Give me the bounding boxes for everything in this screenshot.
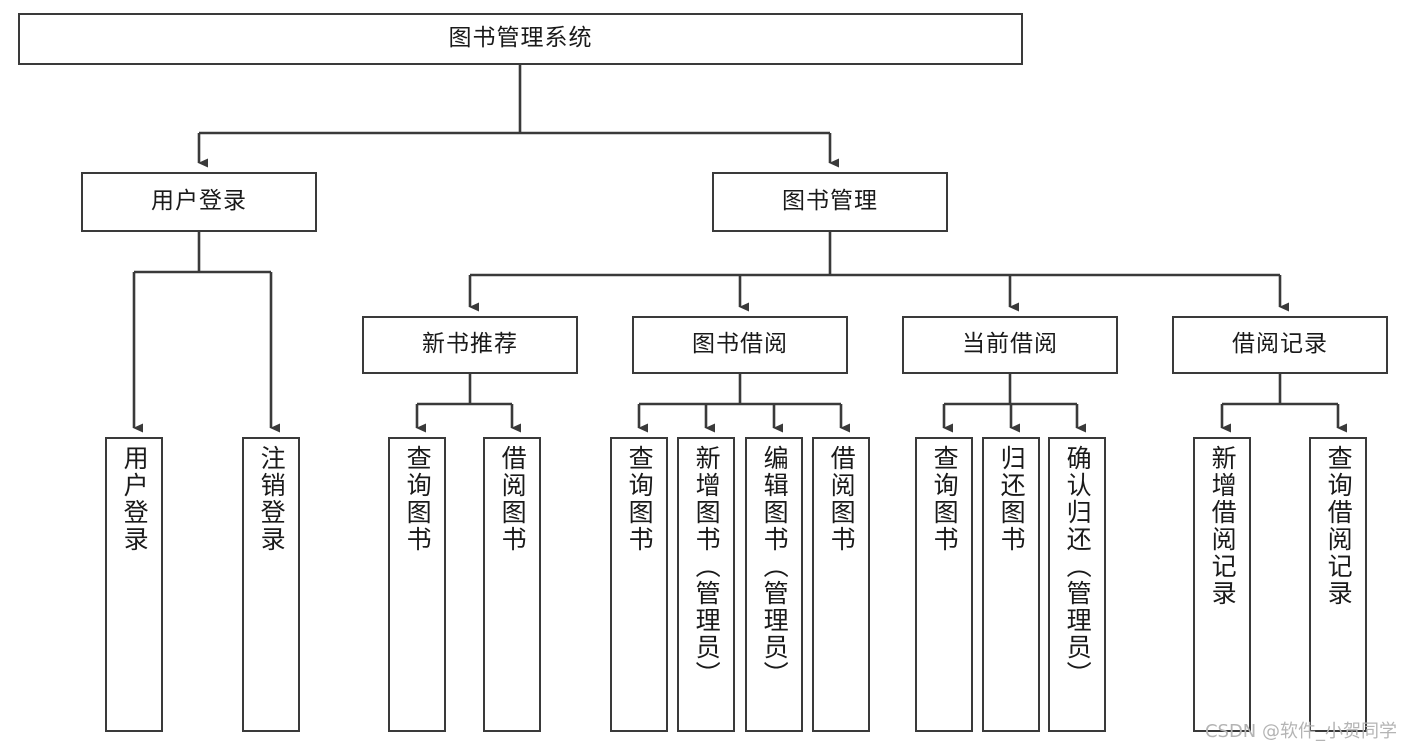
node-user-login[interactable]: 用户登录 xyxy=(81,172,317,232)
leaf-query-book-borrow[interactable]: 查询图书 xyxy=(610,437,668,732)
csdn-watermark: CSDN @软件_小贺同学 xyxy=(1204,721,1397,742)
leaf-user-login[interactable]: 用户登录 xyxy=(105,437,163,732)
node-book-borrow-label: 图书借阅 xyxy=(692,331,788,358)
leaf-edit-book-admin-label: 编辑图书（管理员） xyxy=(760,445,790,688)
leaf-query-borrow-record-label: 查询借阅记录 xyxy=(1324,445,1354,607)
node-book-manage-label: 图书管理 xyxy=(782,188,878,215)
leaf-query-borrow-record[interactable]: 查询借阅记录 xyxy=(1309,437,1367,732)
node-book-manage[interactable]: 图书管理 xyxy=(712,172,948,232)
leaf-borrow-book-recommend-label: 借阅图书 xyxy=(498,445,528,553)
leaf-add-borrow-record-label: 新增借阅记录 xyxy=(1208,445,1238,607)
leaf-borrow-book-label: 借阅图书 xyxy=(827,445,857,553)
node-new-book-recommend-label: 新书推荐 xyxy=(422,331,518,358)
node-current-borrow-label: 当前借阅 xyxy=(962,331,1058,358)
leaf-query-book-recommend[interactable]: 查询图书 xyxy=(388,437,446,732)
leaf-add-borrow-record[interactable]: 新增借阅记录 xyxy=(1193,437,1251,732)
leaf-confirm-return-admin[interactable]: 确认归还（管理员） xyxy=(1048,437,1106,732)
leaf-add-book-admin[interactable]: 新增图书（管理员） xyxy=(677,437,735,732)
leaf-user-logout-label: 注销登录 xyxy=(257,445,287,553)
node-borrow-record-label: 借阅记录 xyxy=(1232,331,1328,358)
node-book-borrow[interactable]: 图书借阅 xyxy=(632,316,848,374)
node-new-book-recommend[interactable]: 新书推荐 xyxy=(362,316,578,374)
leaf-query-book-current[interactable]: 查询图书 xyxy=(915,437,973,732)
leaf-user-logout[interactable]: 注销登录 xyxy=(242,437,300,732)
node-root-system-label: 图书管理系统 xyxy=(448,25,593,52)
node-current-borrow[interactable]: 当前借阅 xyxy=(902,316,1118,374)
leaf-return-book-label: 归还图书 xyxy=(997,445,1027,553)
leaf-query-book-recommend-label: 查询图书 xyxy=(403,445,433,553)
node-borrow-record[interactable]: 借阅记录 xyxy=(1172,316,1388,374)
leaf-confirm-return-admin-label: 确认归还（管理员） xyxy=(1063,445,1093,688)
leaf-query-book-current-label: 查询图书 xyxy=(930,445,960,553)
leaf-borrow-book-recommend[interactable]: 借阅图书 xyxy=(483,437,541,732)
leaf-user-login-label: 用户登录 xyxy=(120,445,150,553)
leaf-return-book[interactable]: 归还图书 xyxy=(982,437,1040,732)
leaf-query-book-borrow-label: 查询图书 xyxy=(625,445,655,553)
leaf-add-book-admin-label: 新增图书（管理员） xyxy=(692,445,722,688)
node-user-login-label: 用户登录 xyxy=(151,188,247,215)
node-root-system[interactable]: 图书管理系统 xyxy=(18,13,1023,65)
leaf-borrow-book[interactable]: 借阅图书 xyxy=(812,437,870,732)
leaf-edit-book-admin[interactable]: 编辑图书（管理员） xyxy=(745,437,803,732)
